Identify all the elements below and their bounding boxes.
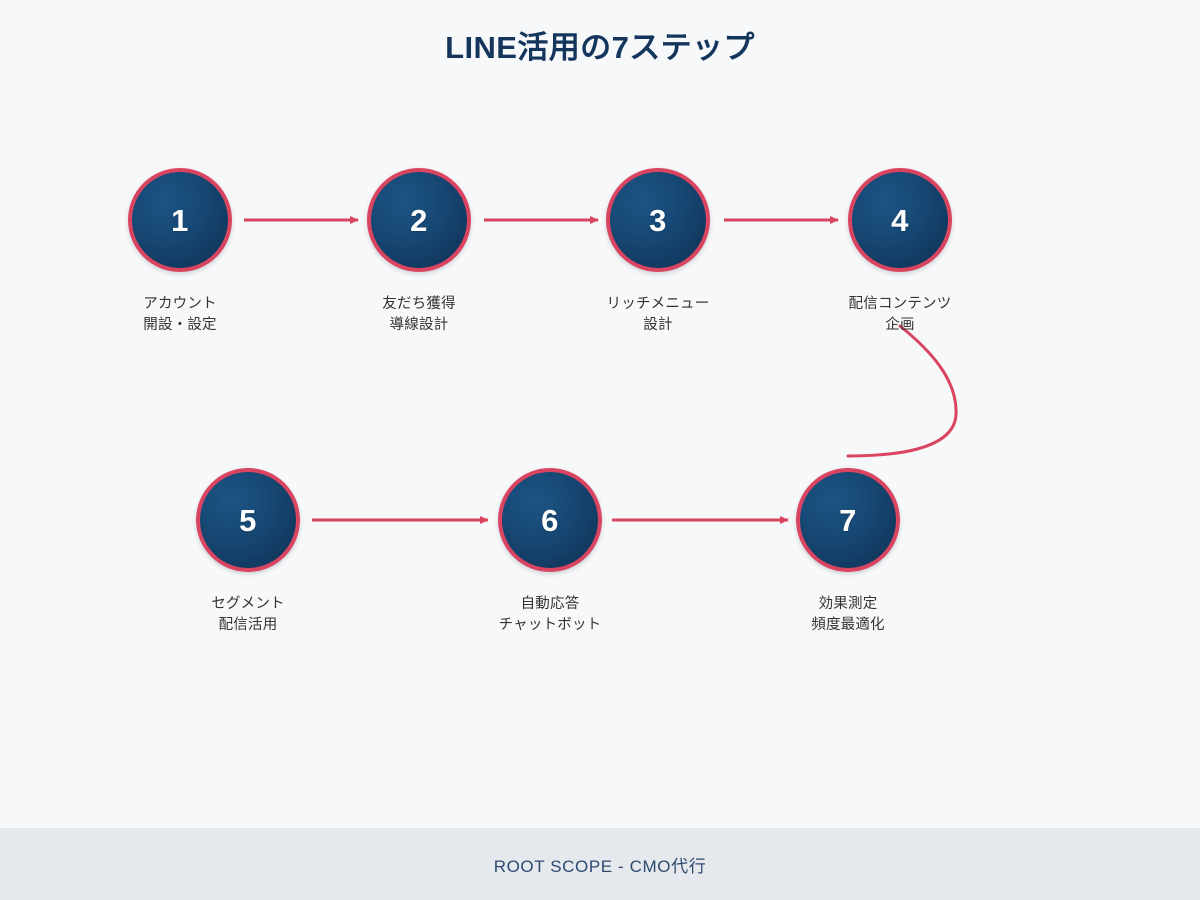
step-node-3[interactable]: 3 リッチメニュー 設計 — [558, 168, 758, 336]
step-label-2-line1: 友だち獲得 — [382, 296, 456, 312]
footer-brand-text: ROOT SCOPE - CMO代行 — [493, 856, 707, 876]
step-label-2-line2: 導線設計 — [389, 317, 449, 333]
step-label-6-line1: 自動応答 — [520, 596, 580, 612]
step-circle-6[interactable]: 6 — [498, 468, 602, 572]
step-label-4-line1: 配信コンテンツ — [848, 296, 952, 312]
step-node-5[interactable]: 5 セグメント 配信活用 — [148, 468, 348, 636]
step-number-6: 6 — [541, 502, 559, 538]
step-number-5: 5 — [239, 502, 257, 538]
step-circle-3[interactable]: 3 — [606, 168, 710, 272]
step-label-4-line2: 企画 — [885, 317, 915, 333]
step-label-5-line2: 配信活用 — [218, 617, 278, 633]
step-number-4: 4 — [891, 202, 909, 238]
footer-bar: ROOT SCOPE - CMO代行 — [0, 828, 1200, 900]
step-node-7[interactable]: 7 効果測定 頻度最適化 — [748, 468, 948, 636]
step-label-3-line2: 設計 — [643, 317, 673, 333]
step-label-3-line1: リッチメニュー — [606, 296, 710, 312]
step-circle-7[interactable]: 7 — [796, 468, 900, 572]
step-label-5-line1: セグメント — [211, 596, 285, 612]
step-node-1[interactable]: 1 アカウント 開設・設定 — [80, 168, 280, 336]
step-node-2[interactable]: 2 友だち獲得 導線設計 — [319, 168, 519, 336]
step-label-7-line2: 頻度最適化 — [811, 617, 885, 633]
step-node-4[interactable]: 4 配信コンテンツ 企画 — [800, 168, 1000, 336]
step-circle-1[interactable]: 1 — [128, 168, 232, 272]
step-label-2: 友だち獲得 導線設計 — [319, 294, 519, 336]
step-label-1-line1: アカウント — [143, 296, 217, 312]
step-number-1: 1 — [171, 202, 189, 238]
step-circle-5[interactable]: 5 — [196, 468, 300, 572]
step-number-3: 3 — [649, 202, 667, 238]
step-number-2: 2 — [410, 202, 428, 238]
step-circle-4[interactable]: 4 — [848, 168, 952, 272]
step-label-1-line2: 開設・設定 — [143, 317, 217, 333]
step-label-6: 自動応答 チャットボット — [450, 594, 650, 636]
step-label-4: 配信コンテンツ 企画 — [800, 294, 1000, 336]
step-label-5: セグメント 配信活用 — [148, 594, 348, 636]
step-label-7-line1: 効果測定 — [818, 596, 878, 612]
step-number-7: 7 — [839, 502, 857, 538]
step-node-6[interactable]: 6 自動応答 チャットボット — [450, 468, 650, 636]
step-label-6-line2: チャットボット — [498, 617, 602, 633]
step-label-1: アカウント 開設・設定 — [80, 294, 280, 336]
step-circle-2[interactable]: 2 — [367, 168, 471, 272]
arrow-4-to-7-curve — [846, 324, 958, 458]
step-label-3: リッチメニュー 設計 — [558, 294, 758, 336]
step-label-7: 効果測定 頻度最適化 — [748, 594, 948, 636]
page-title: LINE活用の7ステップ — [445, 30, 755, 65]
